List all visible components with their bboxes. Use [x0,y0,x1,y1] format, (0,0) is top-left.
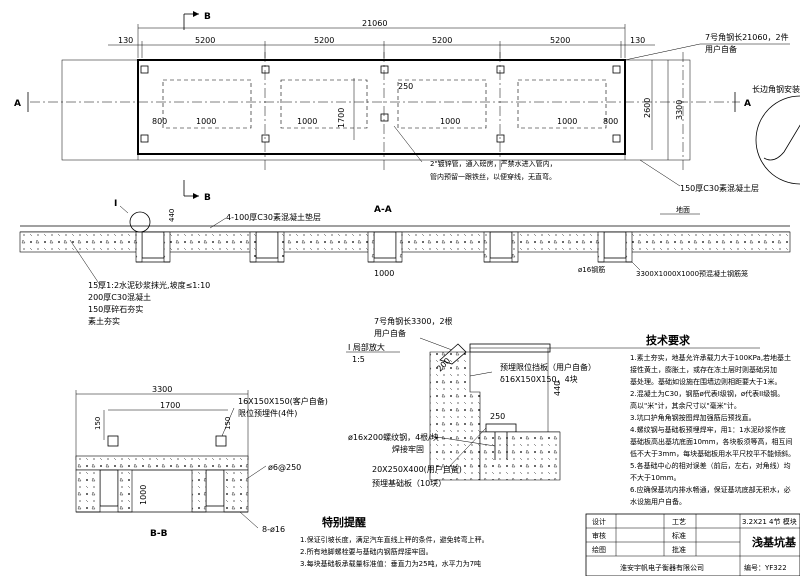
base-plate-note-2: 预埋基础板（10块） [372,478,446,488]
angle-note-2: 用户自备 [705,44,737,54]
tb-process: 工艺 [672,518,686,526]
tech-item-8: 基础板高出基坑底面10mm，各块板须等高，相互间 [630,437,793,446]
tech-item-10: 5.各基础中心的相对误差（前后，左右，对角线）均 [630,461,791,470]
title-block: 设计 审核 绘图 工艺 标准 批准 3.2X21 4节 模块 浅基坑基 淮安宇帆… [585,513,800,577]
aa-layer-top: 4-100厚C30素混凝土垫层 [226,212,321,222]
section-b-mark-bottom: B [204,193,211,203]
tech-item-4: 2.混凝土为C30，钢筋ø代表I级钢，ø代表II级钢。 [630,389,784,398]
aa-pits [135,231,633,263]
span-dim-3: 5200 [432,36,452,45]
plan-dim-2600: 2600 [643,98,652,118]
tb-standard: 标准 [672,531,686,540]
detail-dim-250: 250 [490,412,505,421]
tb-code: 编号：YF322 [744,563,787,572]
pipe-note-1: 2"镀锌管，通入磅房，严禁水进入管内， [430,159,557,168]
bb-rebar-main: 8-ø16 [262,525,285,534]
bb-rebar-ring: ø6@250 [268,463,301,472]
span-dim-1: 5200 [195,36,215,45]
section-b-mark-top: B [204,12,211,22]
tech-item-11: 不大于10mm。 [630,473,681,482]
plan-dim-1700: 1700 [337,108,346,128]
tech-item-2: 接性黄土，膨胀土，或存在冻土层时则基础另加 [630,365,777,374]
tech-item-3: 基处理。基础如设施在围墙边则相距要大于1米。 [630,377,781,386]
detail-i-title: I 局部放大 [348,342,385,352]
bb-dim-150-left: 150 [94,417,102,430]
section-aa-title: A-A [374,205,392,215]
section-a-mark-left: A [14,99,21,109]
aa-layer-3: 150厚碎石夯实 [88,304,143,314]
concrete-layer-note: 150厚C30素混凝土层 [680,183,759,193]
span-dim-4: 5200 [550,36,570,45]
aa-layer-1: 15厚1:2水泥砂浆抹光,坡度≤1:10 [88,280,210,290]
detail-angle: 7号角钢长3300，2根 [374,316,453,326]
tech-item-6: 3.坑口护角角钢按图焊加强筋后预找直。 [630,413,756,422]
plan-view: B B 21060 130 130 5200 5200 5200 5200 [14,11,800,203]
long-angle-title: 长边角钢安装放 [752,84,800,94]
section-aa: A-A I 440 4-100厚C3 [19,199,791,326]
tb-company: 淮安宇帆电子衡器有限公司 [620,563,704,572]
aa-dim-1000: 1000 [374,269,394,278]
tech-item-1: 1.素土夯实，地基允许承载力大于100KPa,若地基土 [630,353,791,362]
tb-drawing: 绘图 [592,545,606,554]
aa-layer-4: 素土夯实 [88,316,120,326]
aa-layer-2: 200厚C30混凝土 [88,292,151,302]
special-notes: 特别提醒 1.保证引坡长度，满足汽车直线上秤的条件，避免转弯上秤。 2.所有地脚… [300,515,489,568]
special-note-3: 3.每块基础板承载量标准值：垂直力为25吨，水平力为7吨 [300,559,481,568]
section-a-mark-right: A [744,99,751,109]
bb-dim-1000: 1000 [139,485,148,505]
bb-plate-note-2: 限位预埋件(4件) [238,408,297,418]
total-length-dim: 21060 [362,19,387,28]
tb-spec: 3.2X21 4节 模块 [742,517,797,526]
tech-item-12: 6.应确保基坑内排水畅通，保证基坑底部无积水，必 [630,485,791,494]
span-dim-2: 5200 [314,36,334,45]
tech-item-13: 水设施用户自备。 [630,497,686,506]
detail-i-scale: 1:5 [352,355,365,364]
plan-dim-800-left: 800 [152,117,167,126]
plan-dim-250: 250 [398,82,413,91]
aa-pit-size: 3300X1000X1000预混凝土钢筋笼 [636,269,748,278]
bb-plate-note: 16X150X150(客户自备) [238,396,328,406]
edge-offset-right: 130 [630,36,645,45]
detail-dim-440: 440 [553,381,562,396]
weld-note: 焊接牢固 [392,444,424,454]
plan-dim-1000-c: 1000 [440,117,460,126]
detail-angle-2: 用户自备 [374,328,406,338]
tech-item-9: 低不大于3mm，每块基础板用水平尺校平不能倾斜。 [630,449,795,458]
section-bb: 3300 1700 150 150 16X150X150(客户自备) 限位预埋件… [75,385,328,539]
plan-dim-3300: 3300 [675,100,684,120]
plan-dim-1000-d: 1000 [557,117,577,126]
bb-dim-150-right: 150 [224,417,232,430]
pipe-note-2: 管内预留一跟铁丝，以便穿线，无直弯。 [430,172,556,181]
bolt-note: ø16x200螺纹钢，4根/块 [348,432,439,442]
tech-requirements: 技术要求 1.素土夯实，地基允许承载力大于100KPa,若地基土 接性黄土，膨胀… [630,333,795,506]
special-note-1: 1.保证引坡长度，满足汽车直线上秤的条件，避免转弯上秤。 [300,535,489,544]
plan-dim-800-right: 800 [603,117,618,126]
tech-item-5: 高以"米"计，其余尺寸以"毫米"计。 [630,401,741,410]
plan-dim-1000-b: 1000 [297,117,317,126]
tech-item-7: 4.螺纹钢与基础板预埋焊牢，用1：1水泥砂浆作底 [630,425,786,434]
tb-design: 设计 [592,517,606,526]
detail-i: I 局部放大 1:5 7号角钢长3300，2根 用户自备 预埋限位挡板（用户自备… [346,316,760,488]
plan-dim-1000-a: 1000 [196,117,216,126]
edge-offset-left: 130 [118,36,133,45]
callout-i: I [114,199,117,209]
base-plates [140,65,621,143]
bb-width: 3300 [152,385,172,394]
bb-dim-1700: 1700 [160,401,180,410]
tb-approve: 批准 [672,545,686,554]
tb-title: 浅基坑基 [752,535,797,549]
limit-plate-spec: δ16X150X150，4块 [500,374,578,384]
special-note-2: 2.所有地脚螺栓要与基础内钢筋焊接牢固。 [300,547,433,556]
aa-dim-440: 440 [168,209,176,222]
aa-ground: 地面 [676,205,690,214]
tb-review: 审核 [592,531,606,540]
angle-note: 7号角钢长21060，2件 [705,32,789,42]
aa-rebar: ø16钢筋 [578,265,605,274]
special-notes-title: 特别提醒 [322,515,366,529]
bb-title: B-B [150,529,168,539]
base-plate-note: 20X250X400(用户自备) [372,464,462,474]
tech-title: 技术要求 [646,333,691,347]
